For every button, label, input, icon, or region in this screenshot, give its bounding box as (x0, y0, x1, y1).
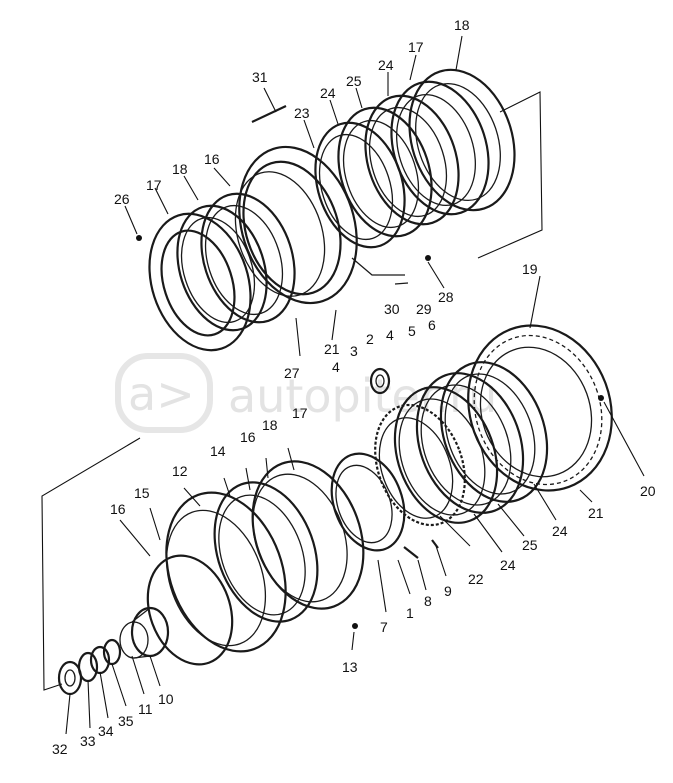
callout-16-left: 16 (110, 501, 126, 517)
part-18-mid (176, 204, 268, 332)
callout-31: 31 (252, 69, 268, 85)
callout-26: 26 (114, 191, 130, 207)
callout-14: 14 (210, 443, 226, 459)
callout-7: 7 (380, 619, 388, 635)
part-23-housing (234, 145, 358, 305)
callout-25-low: 25 (522, 537, 538, 553)
callout-32: 32 (52, 741, 68, 757)
part-2-gear (369, 367, 391, 395)
part-9-pin (431, 539, 439, 549)
callout-18-top: 18 (454, 17, 470, 33)
leader-lines (65, 35, 645, 735)
part-13-dot (352, 623, 358, 629)
callout-4b: 4 (332, 359, 340, 375)
part-8-bolt (403, 546, 419, 559)
callout-17-top: 17 (408, 39, 424, 55)
callout-21-mid: 21 (324, 341, 340, 357)
callout-6: 6 (428, 317, 436, 333)
upper-assembly (136, 68, 543, 352)
callout-22: 22 (468, 571, 484, 587)
lower-bracket-line (41, 437, 141, 691)
part-12-housing (165, 491, 287, 653)
callout-16-low: 16 (240, 429, 256, 445)
callout-25-top: 25 (346, 73, 362, 89)
part-18-top (408, 68, 516, 212)
callout-13: 13 (342, 659, 358, 675)
part-17-low-housing (251, 460, 365, 610)
callout-19: 19 (522, 261, 538, 277)
callout-10: 10 (158, 691, 174, 707)
part-16-snap-ring (146, 554, 234, 666)
callout-20: 20 (640, 483, 656, 499)
callout-11: 11 (138, 701, 153, 717)
upper-bracket-line (477, 91, 543, 259)
part-7-ring (330, 452, 406, 552)
part-25-low (415, 372, 525, 514)
callout-21-right: 21 (588, 505, 604, 521)
callout-29: 29 (416, 301, 432, 317)
callout-5: 5 (408, 323, 416, 339)
part-22-ring (374, 403, 466, 527)
callout-35: 35 (118, 713, 134, 729)
callout-15: 15 (134, 485, 150, 501)
part-24-low-b (393, 386, 499, 524)
part-20-dot (598, 395, 604, 401)
callout-3: 3 (350, 343, 358, 359)
callout-labels: 18 17 24 25 24 31 23 16 18 17 26 28 30 2… (52, 17, 656, 757)
part-10-hub (119, 606, 170, 659)
part-24-top-b (314, 121, 406, 249)
callout-2: 2 (366, 331, 374, 347)
callout-9: 9 (444, 583, 452, 599)
callout-16-mid: 16 (204, 151, 220, 167)
callout-18-mid: 18 (172, 161, 188, 177)
watermark-badge (115, 353, 213, 433)
watermark-logo: a> (128, 367, 195, 421)
watermark-text: autopiter.ru (228, 369, 497, 423)
callout-24-c: 24 (552, 523, 568, 539)
part-30-fitting (351, 257, 409, 285)
callout-8: 8 (424, 593, 432, 609)
part-16-mid (200, 192, 296, 324)
part-17-mid-plate (148, 212, 252, 352)
callout-24-a: 24 (378, 57, 394, 73)
callout-24-b: 24 (320, 85, 336, 101)
callout-17-low: 17 (292, 405, 308, 421)
callout-4a: 4 (386, 327, 394, 343)
part-31-pin (251, 105, 287, 123)
callout-30: 30 (384, 301, 400, 317)
part-24-low (439, 361, 549, 503)
callout-34: 34 (98, 723, 114, 739)
callout-23: 23 (294, 105, 310, 121)
callout-27: 27 (284, 365, 300, 381)
callout-1: 1 (406, 605, 414, 621)
callout-24-d: 24 (500, 557, 516, 573)
part-26-dot (136, 235, 142, 241)
callout-17-mid: 17 (146, 177, 162, 193)
callout-18-low: 18 (262, 417, 278, 433)
lower-assembly (41, 324, 613, 696)
callout-12: 12 (172, 463, 188, 479)
part-28-dot (425, 255, 431, 261)
callout-28: 28 (438, 289, 454, 305)
part-25-top (337, 106, 433, 238)
part-32-nut (57, 660, 83, 696)
callout-33: 33 (80, 733, 96, 749)
